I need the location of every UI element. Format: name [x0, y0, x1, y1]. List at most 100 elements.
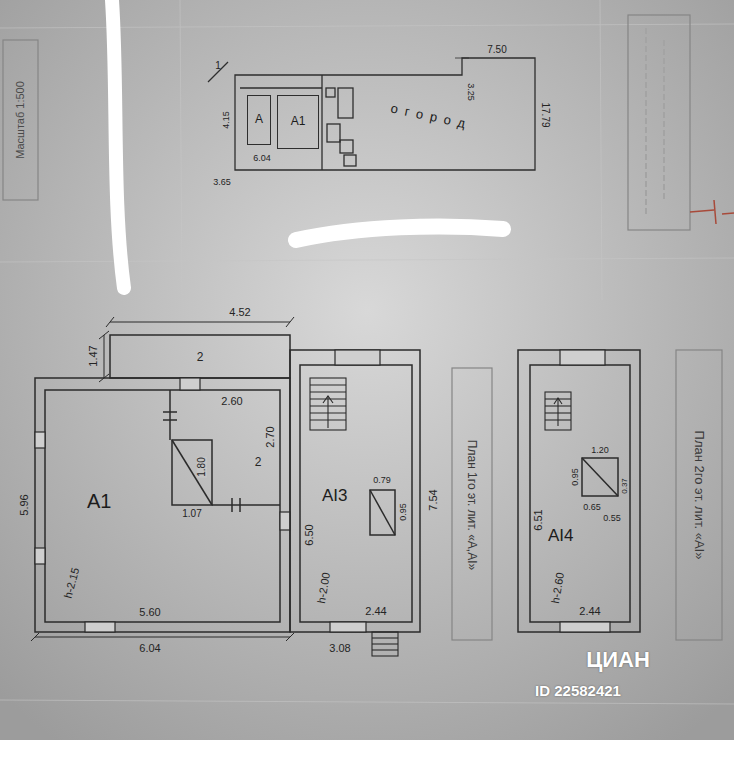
red-marks	[690, 210, 714, 212]
room-label: АI3	[322, 487, 348, 506]
stamp-frames	[452, 368, 492, 640]
dimension-label: 0.95	[571, 468, 580, 486]
building-box: А1	[277, 95, 319, 149]
site-plan	[340, 140, 353, 153]
faint-print-lines	[0, 258, 734, 262]
dimension-label: 4.15	[222, 111, 231, 129]
stamp-frames	[676, 350, 722, 640]
dimension-label: 6.50	[304, 524, 315, 545]
room-ai3-walls	[290, 350, 420, 632]
room-a1-walls	[45, 390, 280, 622]
dimension-label: 5.60	[139, 607, 160, 618]
red-marks	[690, 200, 734, 224]
dimension-label: 6.04	[139, 643, 160, 654]
plan-stamp: План 1го эт. лит. «А,АI»	[466, 440, 478, 570]
room-ai4-walls	[582, 458, 618, 496]
scale-stamp: Масштаб 1:500	[15, 81, 26, 159]
room-a1-openings	[180, 378, 200, 390]
room-a1-walls	[172, 440, 212, 505]
dimension-label: 1.20	[591, 446, 609, 455]
dimension-lines	[31, 317, 294, 641]
room-a1-walls	[35, 378, 290, 632]
room-a1-openings	[85, 622, 115, 632]
stair-symbols	[327, 396, 328, 428]
room-ai3-openings	[335, 350, 380, 365]
dimension-label: 3.25	[466, 83, 475, 101]
watermark: ЦИАН	[586, 649, 650, 671]
room-label: А1	[291, 115, 306, 128]
site-plan	[338, 88, 353, 118]
dimension-label: 7.50	[487, 45, 506, 55]
room-ai3-openings	[330, 622, 366, 632]
dimension-label: 5.96	[19, 494, 30, 515]
room-area: АI4	[530, 367, 630, 620]
dimension-label: 6.04	[253, 154, 271, 163]
redaction-strokes	[296, 227, 503, 240]
dimension-lines	[286, 317, 294, 327]
room-ai4-walls	[530, 365, 630, 622]
site-plan	[208, 58, 535, 170]
height-label: h-2.60	[550, 572, 566, 605]
dimension-label: 2.44	[365, 606, 386, 617]
room-ai3-walls	[300, 365, 412, 622]
height-label: h-2.15	[63, 567, 82, 600]
room-a1-walls	[231, 498, 233, 512]
room-a1-openings	[35, 432, 45, 448]
room-label: А1	[87, 490, 111, 512]
faint-print-lines	[180, 0, 182, 300]
dimension-label: 1.80	[197, 456, 207, 477]
room-a1-openings	[280, 512, 290, 530]
faint-print-lines	[0, 0, 734, 704]
illegible-stamp-lines	[646, 28, 664, 215]
faint-print-lines	[600, 0, 602, 300]
room-a1-walls	[163, 419, 177, 421]
dimension-label: 17.79	[540, 102, 550, 127]
room-ai4-walls	[582, 458, 618, 496]
site-plan	[235, 58, 535, 170]
dimension-label: 7.54	[428, 489, 439, 510]
paper-ground	[0, 740, 734, 767]
room-a1-walls	[169, 390, 171, 440]
stair-symbols	[372, 649, 398, 650]
dimension-label: 0.65	[583, 503, 601, 512]
room-a1-walls	[163, 411, 177, 413]
dimension-label: 2.60	[221, 396, 242, 407]
room-a1-walls	[172, 440, 212, 505]
room-area: АI3	[302, 367, 410, 620]
stamp-frames	[3, 40, 38, 200]
site-plan	[326, 88, 335, 97]
room-label: А	[255, 113, 263, 126]
room-label: АI4	[548, 527, 574, 546]
dimension-label: 0.95	[399, 503, 408, 521]
paper-ground	[0, 0, 734, 740]
room-a1-openings	[35, 378, 290, 632]
redaction-strokes	[112, 0, 503, 288]
room-number: 2	[197, 351, 204, 363]
room-area: А1	[47, 392, 279, 620]
faint-print-lines	[0, 700, 734, 704]
stair-symbols	[372, 637, 398, 638]
dimension-lines	[35, 637, 290, 638]
redaction-strokes	[112, 0, 124, 288]
room-ai4-walls	[518, 350, 640, 632]
stair-symbols	[310, 384, 346, 385]
room-label: огород	[389, 102, 473, 133]
room-a1-walls	[35, 335, 290, 632]
dimension-lines	[99, 331, 109, 339]
room-ai4-openings	[560, 622, 610, 632]
dimension-label: 0.37	[621, 478, 629, 494]
plan-stamp: План 2го эт. лит. «АI»	[693, 431, 706, 560]
illegible-stamp-lines	[645, 28, 647, 215]
red-marks	[722, 213, 734, 214]
illegible-stamp-lines	[663, 40, 665, 200]
dimension-label: 2.70	[265, 426, 276, 447]
site-plan	[208, 62, 228, 82]
room-ai4-openings	[560, 350, 610, 632]
site-plan	[321, 75, 322, 170]
site-plan	[327, 124, 340, 142]
dimension-label: 3.08	[329, 643, 350, 654]
room-ai3-walls	[290, 350, 420, 632]
dimension-label: 1.07	[182, 509, 201, 519]
dimension-label: 2.44	[579, 606, 600, 617]
